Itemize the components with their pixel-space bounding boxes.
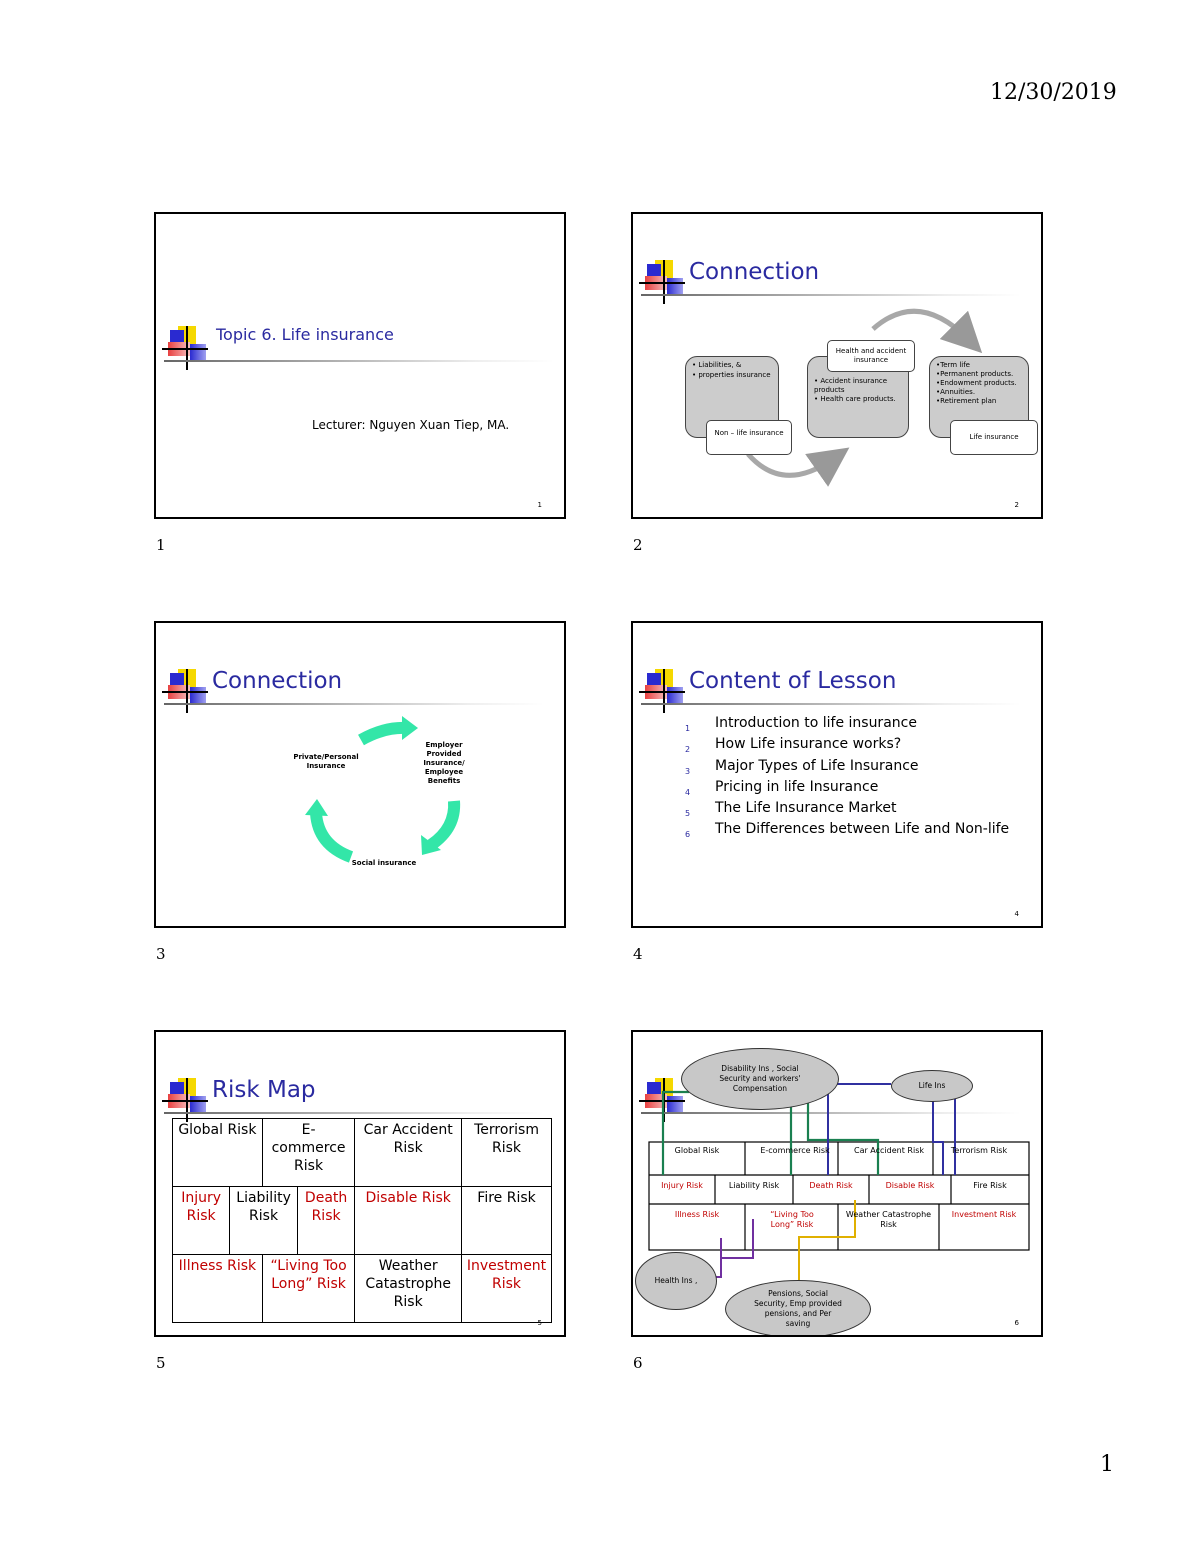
table-cell: Injury Risk bbox=[171, 1186, 231, 1255]
box-line: •Term life bbox=[936, 361, 970, 369]
title-rule bbox=[164, 1112, 544, 1114]
title-rule bbox=[641, 1112, 1021, 1114]
slide-number: 1 bbox=[156, 536, 166, 554]
table-cell: Weather Catastrophe Risk bbox=[845, 1210, 932, 1229]
slide-1[interactable]: Topic 6. Life insurance Lecturer: Nguyen… bbox=[154, 212, 566, 519]
life-ins-ellipse: Life Ins bbox=[891, 1070, 973, 1102]
disability-ellipse: Disability Ins , Social Security and wor… bbox=[681, 1048, 839, 1110]
table-cell: Illness Risk bbox=[172, 1254, 263, 1323]
box-line: •Endowment products. bbox=[936, 379, 1017, 387]
slide-3[interactable]: Connection Private/Personal Insurance Em… bbox=[154, 621, 566, 928]
slide-number: 2 bbox=[633, 536, 643, 554]
box-line: • Liabilities, & bbox=[692, 361, 742, 369]
slide-number: 3 bbox=[156, 945, 166, 963]
table-cell: Terrorism Risk bbox=[461, 1118, 552, 1187]
page-date: 12/30/2019 bbox=[990, 80, 1117, 105]
box-line: •Retirement plan bbox=[936, 397, 997, 405]
slide-title: Connection bbox=[212, 668, 343, 694]
box-line: •Permanent products. bbox=[936, 370, 1014, 378]
slide-inner-number: 5 bbox=[537, 1319, 542, 1327]
slide-inner-number: 1 bbox=[537, 501, 542, 509]
page-number: 1 bbox=[1100, 1452, 1114, 1477]
slide-logo-icon bbox=[162, 1078, 208, 1122]
cycle-arrows bbox=[305, 716, 461, 863]
table-cell: Death Risk bbox=[296, 1186, 356, 1255]
table-cell: Death Risk bbox=[809, 1181, 853, 1190]
title-rule bbox=[641, 703, 1021, 705]
slide-2[interactable]: Connection • Liabilities, & • properties… bbox=[631, 212, 1043, 519]
lecturer-text: Lecturer: Nguyen Xuan Tiep, MA. bbox=[312, 418, 510, 432]
title-rule bbox=[164, 703, 544, 705]
slide-6[interactable]: Disability Ins , Social Security and wor… bbox=[631, 1030, 1043, 1337]
risk-map-table: Global Risk E-commerce Risk Car Accident… bbox=[171, 1118, 552, 1323]
box-line: • properties insurance bbox=[692, 371, 771, 379]
table-cell: Car Accident Risk bbox=[853, 1146, 924, 1155]
health-label: Health and accident insurance bbox=[827, 340, 915, 372]
slide-number: 5 bbox=[156, 1354, 166, 1372]
table-cell: Global Risk bbox=[172, 1118, 263, 1187]
table-cell: Disable Risk bbox=[354, 1186, 463, 1255]
table-cell: “Living Too Long” Risk bbox=[770, 1210, 814, 1229]
slide-5[interactable]: Risk Map Global Risk E-commerce Risk Car… bbox=[154, 1030, 566, 1337]
slide-title: Topic 6. Life insurance bbox=[216, 325, 394, 344]
label-private: Private/Personal Insurance bbox=[293, 753, 359, 770]
table-cell: Investment Risk bbox=[951, 1210, 1017, 1219]
table-cell: Global Risk bbox=[674, 1146, 720, 1155]
pensions-ellipse: Pensions, Social Security, Emp provided … bbox=[725, 1280, 871, 1335]
table-cell: Liability Risk bbox=[728, 1181, 780, 1190]
health-ins-ellipse: Health Ins , bbox=[635, 1252, 717, 1310]
table-cell: E-commerce Risk bbox=[760, 1146, 830, 1155]
slide-title: Risk Map bbox=[212, 1077, 316, 1103]
slide-logo-icon bbox=[162, 669, 208, 713]
label-employer: Employer Provided Insurance/ Employee Be… bbox=[423, 741, 465, 785]
table-cell: Car Accident Risk bbox=[354, 1118, 463, 1187]
non-life-label: Non – life insurance bbox=[706, 420, 792, 455]
table-cell: Fire Risk bbox=[461, 1186, 552, 1255]
box-line: • Accident insurance products bbox=[814, 377, 888, 394]
slide-inner-number: 2 bbox=[1014, 501, 1019, 509]
life-label: Life insurance bbox=[950, 420, 1038, 455]
slide-title: Content of Lesson bbox=[689, 668, 897, 694]
box-line: •Annuities. bbox=[936, 388, 976, 396]
label-social: Social insurance bbox=[351, 859, 417, 867]
table-cell: Terrorism Risk bbox=[950, 1146, 1008, 1155]
table-cell: Investment Risk bbox=[461, 1254, 552, 1323]
table-cell: Injury Risk bbox=[661, 1181, 703, 1190]
cycle-arrows bbox=[746, 308, 983, 487]
table-cell: Illness Risk bbox=[674, 1210, 720, 1219]
title-rule bbox=[164, 360, 554, 362]
title-rule bbox=[641, 294, 1021, 296]
table-cell: Disable Risk bbox=[885, 1181, 935, 1190]
slide-title: Connection bbox=[689, 259, 820, 285]
slide-number: 4 bbox=[633, 945, 643, 963]
box-line: • Health care products. bbox=[814, 395, 896, 403]
table-cell: Weather Catastrophe Risk bbox=[354, 1254, 463, 1323]
slide-logo-icon bbox=[639, 260, 685, 304]
slide-logo-icon bbox=[639, 669, 685, 713]
slide-inner-number: 4 bbox=[1014, 910, 1019, 918]
slide-number: 6 bbox=[633, 1354, 643, 1372]
table-cell: E-commerce Risk bbox=[261, 1118, 356, 1187]
table-cell: Liability Risk bbox=[229, 1186, 298, 1255]
slide-inner-number: 6 bbox=[1014, 1319, 1019, 1327]
table-cell: “Living Too Long” Risk bbox=[261, 1254, 356, 1323]
table-cell: Fire Risk bbox=[973, 1181, 1007, 1190]
slide-logo-icon bbox=[162, 326, 208, 370]
